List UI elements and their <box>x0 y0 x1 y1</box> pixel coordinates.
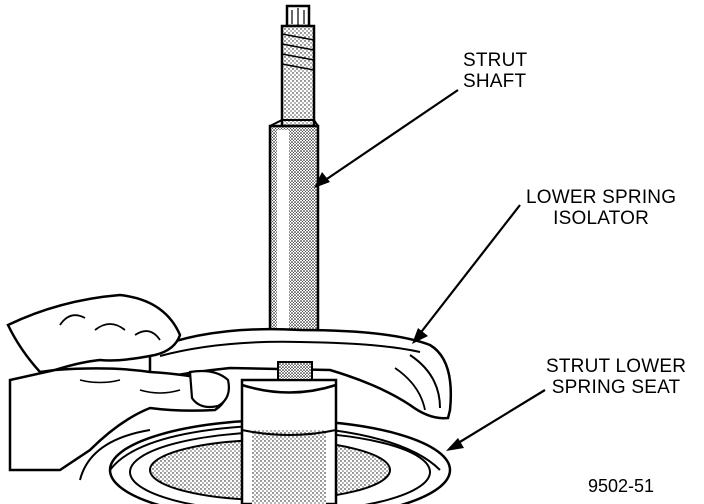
label-strut-lower-spring-seat-line1: STRUT LOWER <box>546 356 687 377</box>
strut-shaft <box>268 4 320 338</box>
strut-body <box>240 378 338 504</box>
hand <box>6 293 230 472</box>
lower-spring-isolator <box>148 327 452 420</box>
label-strut-shaft: STRUT SHAFT <box>463 50 527 92</box>
arrow-strut-lower-spring-seat <box>449 389 546 449</box>
arrow-lower-spring-isolator <box>414 204 521 341</box>
arrowhead-lower-spring-isolator <box>412 328 428 344</box>
arrow-strut-shaft <box>317 89 459 186</box>
arrowhead-strut-lower-spring-seat <box>446 438 464 451</box>
label-strut-lower-spring-seat-line2: SPRING SEAT <box>551 377 681 398</box>
arrowhead-strut-shaft <box>314 172 330 188</box>
label-strut-shaft-line1: STRUT <box>463 50 528 71</box>
label-lower-spring-isolator-line1: LOWER SPRING <box>526 187 677 208</box>
label-lower-spring-isolator-line2: ISOLATOR <box>553 208 650 229</box>
label-strut-lower-spring-seat: STRUT LOWER SPRING SEAT <box>546 356 686 398</box>
leader-arrows <box>314 89 546 451</box>
label-strut-shaft-line2: SHAFT <box>463 71 527 92</box>
figure-id: 9502-51 <box>588 476 655 496</box>
label-lower-spring-isolator: LOWER SPRING ISOLATOR <box>526 187 676 229</box>
